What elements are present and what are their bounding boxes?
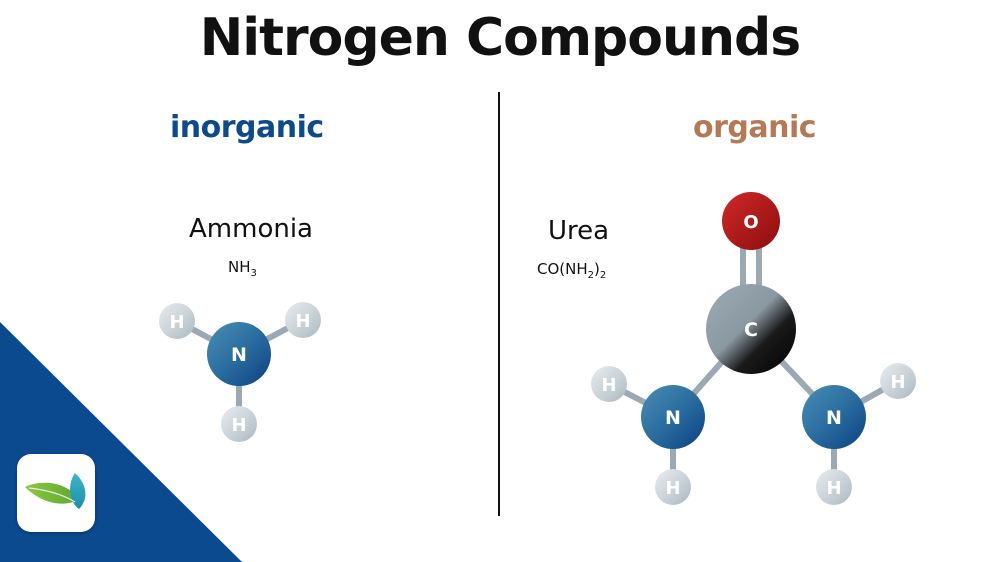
nitrogen-atom xyxy=(802,385,866,449)
nitrogen-atom xyxy=(207,322,271,386)
hydrogen-atom xyxy=(221,406,257,442)
category-inorganic: inorganic xyxy=(170,110,324,145)
svg-text:H: H xyxy=(295,311,310,332)
formula-urea: CO(NH2)2 xyxy=(537,260,607,281)
app-logo xyxy=(17,454,95,532)
compound-name-urea: Urea xyxy=(548,216,610,246)
oxygen-atom xyxy=(722,192,780,250)
carbon-atom xyxy=(706,284,796,374)
nitrogen-atom xyxy=(641,385,705,449)
svg-text:H: H xyxy=(826,478,841,499)
svg-text:H: H xyxy=(665,478,680,499)
formula-ammonia: NH3 xyxy=(228,258,257,279)
svg-text:O: O xyxy=(743,212,758,233)
hydrogen-atom xyxy=(159,303,195,339)
hydrogen-atom xyxy=(655,469,691,505)
page-title: Nitrogen Compounds xyxy=(199,8,801,68)
svg-text:C: C xyxy=(744,319,758,341)
svg-text:H: H xyxy=(890,372,905,393)
category-organic: organic xyxy=(693,110,817,145)
svg-text:H: H xyxy=(169,312,184,333)
hydrogen-atom xyxy=(816,469,852,505)
leaf-logo-icon xyxy=(25,473,86,509)
hydrogen-atom xyxy=(880,363,916,399)
svg-text:H: H xyxy=(231,415,246,436)
hydrogen-atom xyxy=(285,302,321,338)
svg-text:N: N xyxy=(231,344,247,366)
hydrogen-atom xyxy=(591,366,627,402)
svg-text:H: H xyxy=(601,375,616,396)
svg-text:N: N xyxy=(665,407,681,429)
svg-text:N: N xyxy=(826,407,842,429)
compound-name-ammonia: Ammonia xyxy=(189,214,313,244)
divider-line xyxy=(498,92,500,516)
